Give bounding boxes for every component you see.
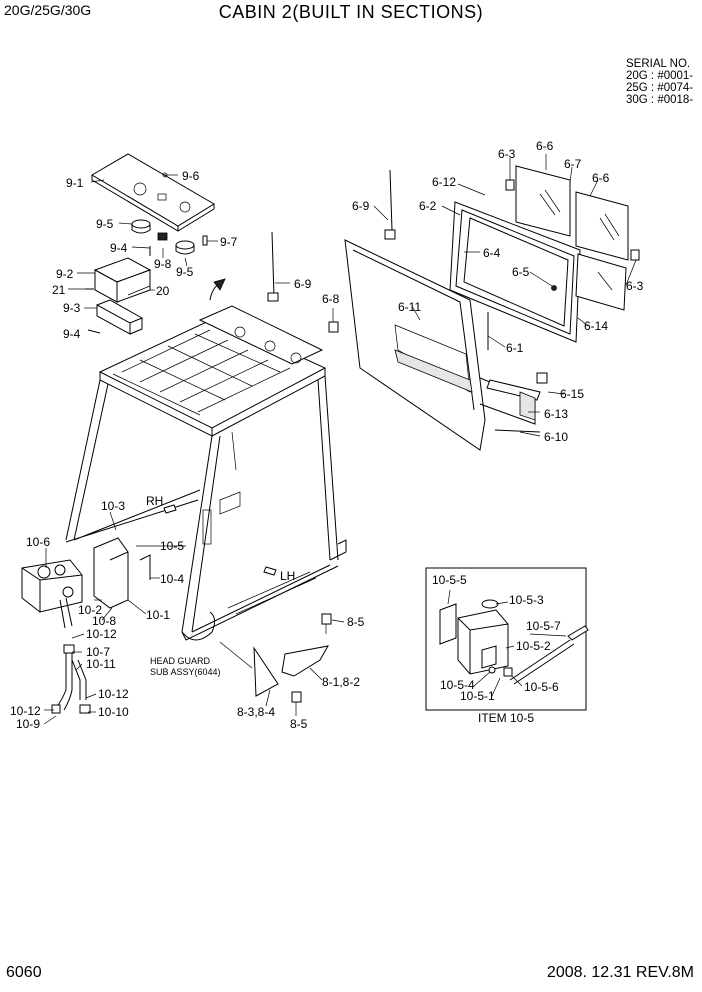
callout-6-3: 6-3 bbox=[498, 147, 516, 161]
callout-6-6: 6-6 bbox=[592, 171, 610, 185]
callout-9-1: 9-1 bbox=[66, 176, 84, 190]
callout-labels: 9-1 9-6 9-5 9-4 9-8 9-7 9-5 9-2 21 20 9-… bbox=[10, 139, 644, 731]
callout-6-9: 6-9 bbox=[352, 199, 370, 213]
callout-9-4: 9-4 bbox=[110, 241, 128, 255]
bracket-10-1 bbox=[93, 537, 151, 609]
callout-10-8: 10-8 bbox=[92, 614, 116, 628]
side-strips-6-13 bbox=[486, 379, 541, 421]
callout-10-10: 10-10 bbox=[98, 705, 129, 719]
callout-10-5-2: 10-5-2 bbox=[516, 639, 551, 653]
date-revision: 2008. 12.31 REV.8M bbox=[546, 964, 694, 981]
callout-10-4: 10-4 bbox=[160, 572, 184, 586]
window-frame-6-2 bbox=[449, 201, 581, 343]
callout-6-8: 6-8 bbox=[322, 292, 340, 306]
leader-lines bbox=[43, 154, 637, 725]
callout-6-4: 6-4 bbox=[483, 246, 501, 260]
callout-10-1: 10-1 bbox=[146, 608, 170, 622]
callout-6-6: 6-6 bbox=[536, 139, 554, 153]
callout-6-9: 6-9 bbox=[294, 277, 312, 291]
callout-9-6: 9-6 bbox=[182, 169, 200, 183]
serial-label: SERIAL NO. bbox=[626, 58, 691, 70]
rh-label: RH bbox=[146, 494, 163, 508]
callout-6-10: 6-10 bbox=[544, 430, 568, 444]
callout-10-5-3: 10-5-3 bbox=[509, 593, 544, 607]
callout-10-2: 10-2 bbox=[78, 603, 102, 617]
antenna-6-9 bbox=[384, 169, 396, 240]
callout-6-11: 6-11 bbox=[398, 300, 421, 314]
item-10-5-detail bbox=[425, 567, 589, 711]
callout-10-5-7: 10-5-7 bbox=[526, 619, 561, 633]
model-label: 20G/25G/30G bbox=[4, 2, 92, 18]
callout-10-5-4: 10-5-4 bbox=[440, 678, 475, 692]
grommets-9-5 bbox=[87, 219, 208, 334]
callout-10-7: 10-7 bbox=[86, 645, 110, 659]
lh-arrow bbox=[263, 566, 277, 576]
callout-8-5: 8-5 bbox=[290, 717, 308, 731]
serial-line: 25G : #0074- bbox=[626, 82, 694, 94]
head-guard-sub-label: SUB ASSY(6044) bbox=[150, 667, 221, 677]
callout-6-5: 6-5 bbox=[512, 265, 530, 279]
serial-line: 30G : #0018- bbox=[626, 94, 694, 106]
lh-label: LH bbox=[280, 569, 295, 583]
callout-9-4: 9-4 bbox=[63, 327, 81, 341]
radio-box-9-2 bbox=[85, 257, 152, 303]
callout-10-12: 10-12 bbox=[98, 687, 129, 701]
bracket-9-3 bbox=[95, 299, 144, 335]
bolt-6-15 bbox=[536, 372, 548, 384]
serial-number-block: SERIAL NO. 20G : #0001- 25G : #0074- 30G… bbox=[626, 58, 693, 106]
callout-6-1: 6-1 bbox=[506, 341, 524, 355]
callout-10-3: 10-3 bbox=[101, 499, 125, 513]
callout-10-5-1: 10-5-1 bbox=[460, 689, 495, 703]
callout-9-8: 9-8 bbox=[154, 257, 172, 271]
callout-8-3-8-4: 8-3,8-4 bbox=[237, 705, 275, 719]
roof-plate-9-1 bbox=[91, 153, 215, 232]
callout-6-2: 6-2 bbox=[419, 199, 437, 213]
callout-10-5: 10-5 bbox=[160, 539, 184, 553]
page-number: 6060 bbox=[6, 964, 42, 981]
wiper-motor-10-6 bbox=[21, 559, 83, 629]
triangle-cover-8-3 bbox=[253, 613, 332, 703]
bolt-6-8 bbox=[328, 321, 339, 333]
callout-6-7: 6-7 bbox=[564, 157, 582, 171]
callout-9-5: 9-5 bbox=[176, 265, 194, 279]
callout-8-1-8-2: 8-1,8-2 bbox=[322, 675, 360, 689]
callout-10-12: 10-12 bbox=[86, 627, 117, 641]
door-6-1 bbox=[344, 239, 541, 451]
callout-10-5-6: 10-5-6 bbox=[524, 680, 559, 694]
callout-8-5: 8-5 bbox=[347, 615, 365, 629]
callout-6-12: 6-12 bbox=[432, 175, 456, 189]
head-guard-label: HEAD GUARD bbox=[150, 656, 211, 666]
callout-6-3: 6-3 bbox=[626, 279, 644, 293]
callout-10-6: 10-6 bbox=[26, 535, 50, 549]
cabin-frame bbox=[65, 231, 347, 641]
callout-10-9: 10-9 bbox=[16, 717, 40, 731]
callout-10-12: 10-12 bbox=[10, 704, 41, 718]
callout-10-5-5: 10-5-5 bbox=[432, 573, 467, 587]
callout-6-15: 6-15 bbox=[560, 387, 584, 401]
hose-10-11 bbox=[51, 644, 91, 714]
arrow-head bbox=[213, 278, 226, 291]
rh-arrow bbox=[163, 504, 177, 514]
callout-21: 21 bbox=[52, 283, 66, 297]
callout-6-13: 6-13 bbox=[544, 407, 568, 421]
callout-9-2: 9-2 bbox=[56, 267, 74, 281]
item-10-5-caption: ITEM 10-5 bbox=[478, 711, 534, 725]
callout-10-11: 10-11 bbox=[86, 657, 116, 671]
serial-line: 20G : #0001- bbox=[626, 70, 694, 82]
glass-panes-6-6 bbox=[505, 165, 640, 311]
callout-20: 20 bbox=[156, 284, 170, 298]
callout-9-3: 9-3 bbox=[63, 301, 81, 315]
callout-9-5: 9-5 bbox=[96, 217, 114, 231]
callout-6-14: 6-14 bbox=[584, 319, 608, 333]
callout-9-7: 9-7 bbox=[220, 235, 238, 249]
page-title: CABIN 2(BUILT IN SECTIONS) bbox=[218, 2, 484, 22]
